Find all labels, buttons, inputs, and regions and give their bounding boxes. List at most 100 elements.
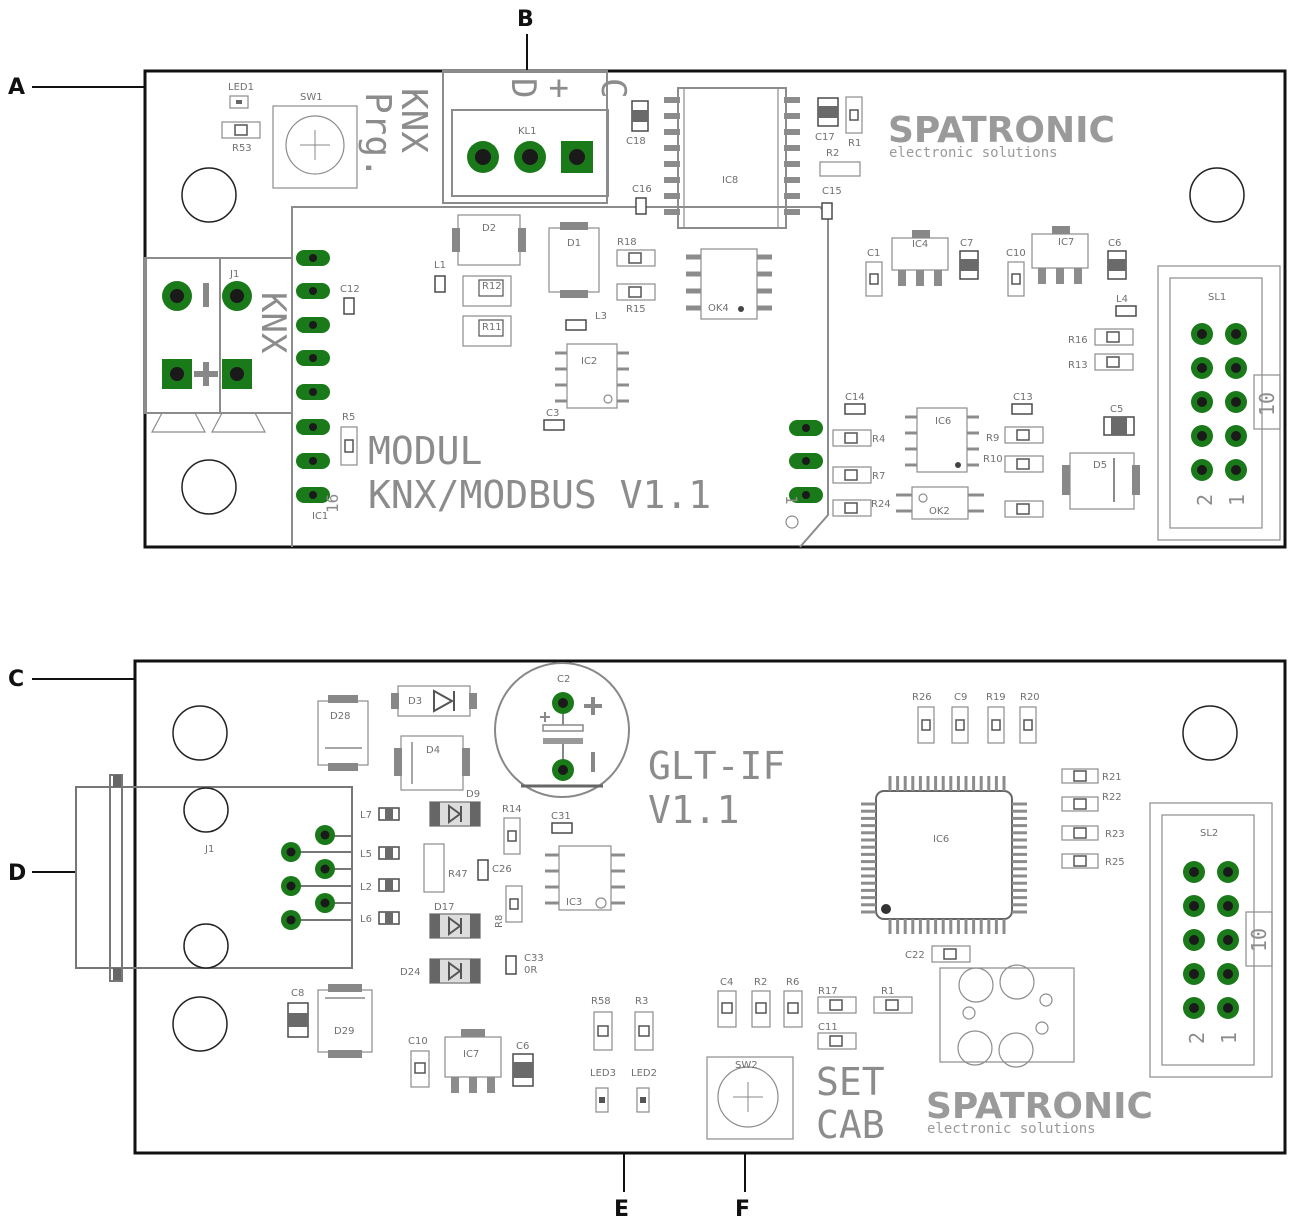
label-c7: C7 [960, 238, 973, 249]
label-c8: C8 [291, 988, 304, 999]
label-r47: R47 [448, 869, 468, 880]
label-r9: R9 [986, 433, 999, 444]
label-c13: C13 [1013, 392, 1033, 403]
glt-title-1: GLT-IF [648, 744, 785, 788]
callout-e: E [614, 1197, 629, 1218]
label-r15: R15 [626, 304, 646, 315]
label-c33: C33 [524, 953, 544, 964]
label-r20: R20 [1020, 692, 1040, 703]
label-ic8: IC8 [722, 175, 738, 186]
label-ic7-top: IC7 [1058, 237, 1074, 248]
label-c11: C11 [818, 1022, 838, 1033]
label-l4: L4 [1116, 294, 1128, 305]
label-c5: C5 [1110, 404, 1123, 415]
label-j1-top: J1 [229, 269, 239, 280]
label-d24: D24 [400, 967, 420, 978]
label-r14: R14 [502, 804, 522, 815]
label-led2: LED2 [631, 1068, 657, 1079]
label-ic7-bottom: IC7 [463, 1049, 479, 1060]
label-l3: L3 [595, 311, 607, 322]
label-r13: R13 [1068, 360, 1088, 371]
label-r11: R11 [482, 322, 502, 333]
label-c3: C3 [546, 408, 559, 419]
label-c6-bottom: C6 [516, 1041, 529, 1052]
label-ic2: IC2 [581, 356, 597, 367]
label-d3: D3 [408, 696, 422, 707]
bottom-board: J1 L7 L5 L2 L6 D28 D3 D4 [75, 659, 1287, 1155]
spatronic-logo-bottom: SPATRONIC [926, 1086, 1153, 1127]
label-c1: C1 [867, 248, 880, 259]
top-board: LED1 R53 SW1 Prg. KNX D + C KL1 J1 KNX [143, 69, 1287, 549]
label-r4: R4 [872, 434, 885, 445]
label-c10-top: C10 [1006, 248, 1026, 259]
label-ok2: OK2 [929, 506, 950, 517]
label-c22: C22 [905, 950, 925, 961]
label-d17: D17 [434, 902, 454, 913]
label-j1-bottom: J1 [204, 844, 214, 855]
label-d1: D1 [567, 238, 581, 249]
label-c9: C9 [954, 692, 967, 703]
label-c12: C12 [340, 284, 360, 295]
label-r2-bottom: R2 [754, 977, 767, 988]
label-r24: R24 [871, 499, 891, 510]
label-d28: D28 [330, 711, 350, 722]
sl1-num-1: 1 [1225, 494, 1249, 506]
label-r21: R21 [1102, 772, 1122, 783]
kl1-c: C [593, 78, 633, 98]
label-r7: R7 [872, 471, 885, 482]
label-sw2: SW2 [735, 1060, 758, 1071]
knx-prg-text: KNX [393, 88, 434, 153]
label-r1-bottom: R1 [881, 986, 894, 997]
label-c15: C15 [822, 186, 842, 197]
label-0r: 0R [524, 965, 537, 976]
label-c26: C26 [492, 864, 512, 875]
label-c14: C14 [845, 392, 865, 403]
module-line1: MODUL [368, 429, 482, 473]
glt-title-2: V1.1 [648, 788, 740, 832]
label-r3: R3 [635, 996, 648, 1007]
label-r6: R6 [786, 977, 799, 988]
label-ic6-top: IC6 [935, 416, 951, 427]
callout-c: C [8, 667, 24, 692]
label-kl1: KL1 [518, 126, 537, 137]
label-d4: D4 [426, 745, 440, 756]
label-sl1: SL1 [1208, 292, 1226, 303]
label-r23: R23 [1105, 829, 1125, 840]
label-c17: C17 [815, 132, 835, 143]
label-l1: L1 [434, 260, 446, 271]
sl2-num-2: 2 [1185, 1032, 1209, 1044]
label-sw1: SW1 [300, 92, 323, 103]
label-r16: R16 [1068, 335, 1088, 346]
label-l5: L5 [360, 849, 372, 860]
label-r10: R10 [983, 454, 1003, 465]
label-r2-top: R2 [826, 148, 839, 159]
label-r12: R12 [482, 281, 502, 292]
num-16: 16 [323, 494, 342, 513]
label-r53: R53 [232, 143, 252, 154]
label-l7: L7 [360, 810, 372, 821]
label-r26: R26 [912, 692, 932, 703]
label-r5: R5 [342, 412, 355, 423]
callout-a: A [8, 75, 25, 100]
prg-text: Prg. [357, 92, 398, 179]
label-ic1: IC1 [312, 511, 328, 522]
num-1: 1 [782, 495, 801, 505]
label-led1: LED1 [228, 82, 254, 93]
label-r22: R22 [1102, 792, 1122, 803]
label-c4: C4 [720, 977, 733, 988]
sl2-num-10: 10 [1247, 928, 1271, 952]
label-l6: L6 [360, 914, 372, 925]
module-line2: KNX/MODBUS V1.1 [368, 473, 711, 517]
label-ic6-bottom: IC6 [933, 834, 949, 845]
label-ic3: IC3 [566, 897, 582, 908]
label-l2: L2 [360, 882, 372, 893]
kl1-plus: + [539, 78, 579, 98]
label-c2: C2 [557, 674, 570, 685]
label-d5: D5 [1093, 460, 1107, 471]
kl1-d: D [503, 78, 543, 98]
label-led3: LED3 [590, 1068, 616, 1079]
callout-d: D [8, 861, 26, 886]
logo-sub-top: electronic solutions [889, 145, 1058, 161]
knx-text: KNX [253, 292, 293, 354]
set-text: SET [816, 1060, 885, 1104]
